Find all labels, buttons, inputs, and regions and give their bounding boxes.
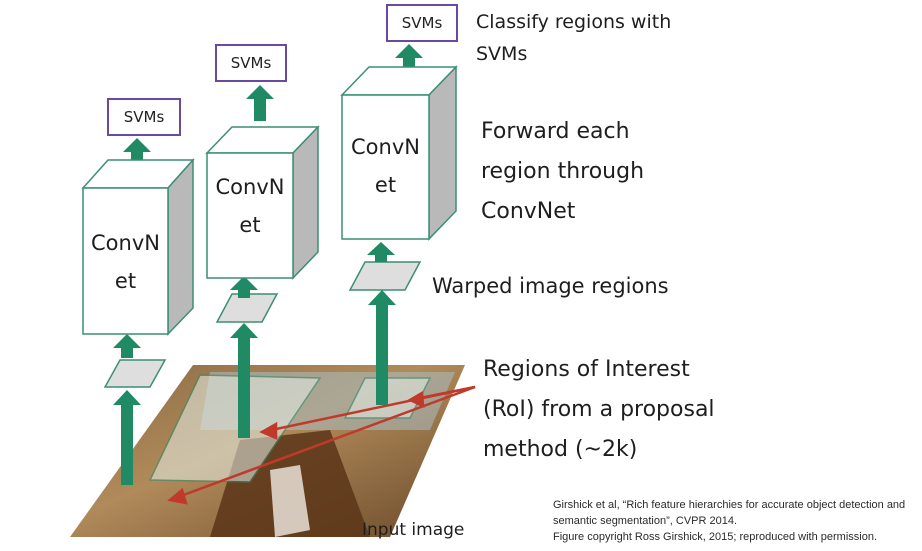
warped-label: Warped image regions — [432, 274, 669, 298]
citation-line3: Figure copyright Ross Girshick, 2015; re… — [553, 531, 878, 543]
roi-label-line3: method (~2k) — [483, 437, 638, 462]
roi-pointer-lines — [167, 385, 476, 505]
convnet-box-2 — [205, 125, 320, 280]
classify-label-line2: SVMs — [476, 43, 528, 65]
convnet-label-3-line2: et — [374, 173, 397, 197]
forward-label-line1: Forward each — [481, 119, 630, 144]
roi-label: Regions of Interest (RoI) from a proposa… — [483, 350, 715, 470]
roi-label-line1: Regions of Interest — [483, 357, 690, 382]
convnet-box-1 — [81, 158, 195, 336]
forward-label-line3: ConvNet — [481, 199, 576, 224]
classify-label: Classify regions with SVMs — [476, 6, 671, 70]
convnet-label-2-line2: et — [239, 213, 261, 237]
citation-line2: semantic segmentation”, CVPR 2014. — [553, 515, 738, 527]
svm-box-3: SVMs — [386, 4, 458, 42]
roi-label-line2: (RoI) from a proposal — [483, 397, 715, 422]
convnet-label-1-line1: ConvN — [91, 231, 160, 255]
forward-label: Forward each region through ConvNet — [481, 112, 644, 232]
classify-label-line1: Classify regions with — [476, 11, 672, 33]
convnet-label-1: ConvN et — [83, 224, 168, 300]
convnet-label-3: ConvN et — [342, 128, 429, 204]
forward-label-line2: region through — [481, 159, 645, 184]
convnet-label-1-line2: et — [114, 269, 137, 293]
svm-box-2: SVMs — [215, 44, 287, 82]
convnet-label-2: ConvN et — [207, 168, 293, 244]
citation-line1: Girshick et al, “Rich feature hierarchie… — [553, 499, 906, 511]
convnet-box-3 — [340, 65, 458, 241]
input-image-label: Input image — [362, 520, 465, 540]
convnet-label-2-line1: ConvN — [215, 175, 285, 199]
green-arrows — [113, 44, 423, 485]
convnet-label-3-line1: ConvN — [351, 135, 420, 159]
warped-region-squares — [103, 261, 422, 388]
input-image-plane — [70, 365, 465, 537]
citation: Girshick et al, “Rich feature hierarchie… — [553, 497, 915, 545]
svm-box-1: SVMs — [107, 98, 181, 136]
